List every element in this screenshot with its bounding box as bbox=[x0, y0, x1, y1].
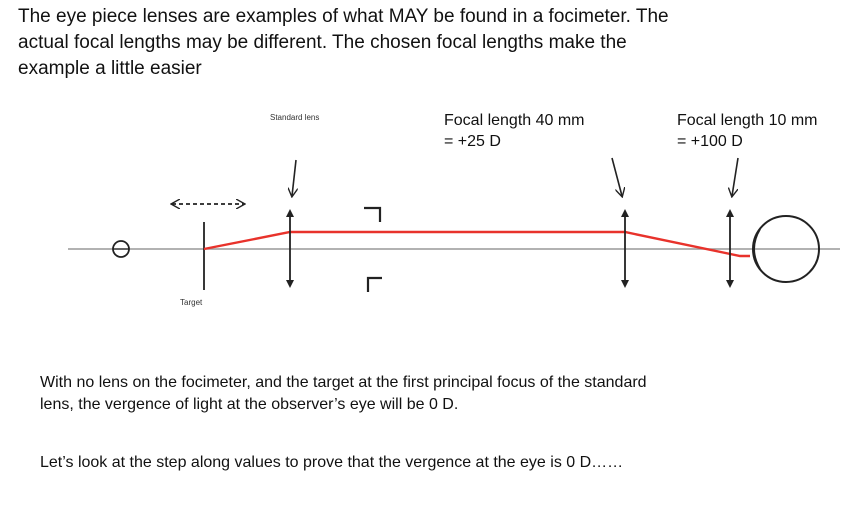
lens-10mm-pointer bbox=[732, 157, 739, 196]
light-ray bbox=[203, 230, 750, 258]
standard-lens-label: Standard lens bbox=[270, 113, 320, 122]
target-label: Target bbox=[180, 298, 203, 307]
lens-40mm-focal-length: Focal length 40 mm bbox=[444, 112, 585, 129]
lens-10mm-power: = +100 D bbox=[677, 133, 743, 150]
explanation-line-1: With no lens on the focimeter, and the t… bbox=[40, 374, 647, 391]
lens-40mm-label: Focal length 40 mm = +25 D bbox=[444, 110, 585, 152]
heading-line-3: example a little easier bbox=[18, 58, 202, 79]
heading-line-2: actual focal lengths may be different. T… bbox=[18, 32, 627, 53]
observer-large-eye-icon bbox=[752, 215, 820, 283]
explanation-paragraph: With no lens on the focimeter, and the t… bbox=[40, 372, 850, 416]
step-along-paragraph: Let’s look at the step along values to p… bbox=[40, 452, 850, 474]
lens-10mm-focal-length: Focal length 10 mm bbox=[677, 112, 818, 129]
lens-40mm-pointer bbox=[611, 157, 622, 196]
observer-eye-icon bbox=[112, 240, 130, 258]
aperture-stop-top bbox=[364, 206, 382, 222]
explanation-line-2: lens, the vergence of light at the obser… bbox=[40, 396, 459, 413]
lens-40mm-power: = +25 D bbox=[444, 133, 501, 150]
aperture-stop-bottom bbox=[366, 276, 382, 292]
heading-line-1: The eye piece lenses are examples of wha… bbox=[18, 6, 669, 27]
standard-lens-pointer bbox=[292, 159, 296, 196]
heading-text: The eye piece lenses are examples of wha… bbox=[18, 4, 848, 82]
step-along-line: Let’s look at the step along values to p… bbox=[40, 454, 624, 471]
lens-10mm-label: Focal length 10 mm = +100 D bbox=[677, 110, 818, 152]
